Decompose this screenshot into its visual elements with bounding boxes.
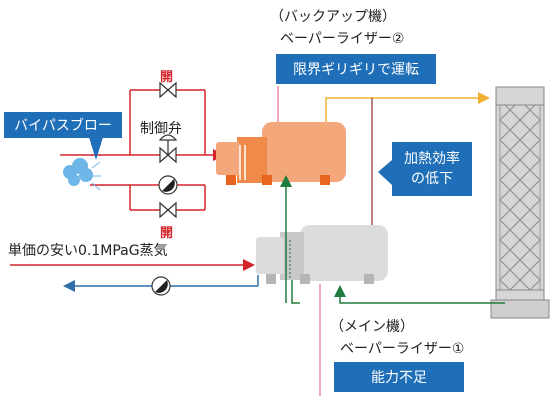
bottom-open-valve xyxy=(159,201,177,219)
main-vaporizer xyxy=(256,225,388,284)
exhaust-line xyxy=(325,92,490,122)
heating-efficiency-box: 加熱効率 の低下 xyxy=(392,142,472,196)
main-title-line1: （メイン機） xyxy=(330,319,414,335)
return-line xyxy=(280,175,505,304)
backup-title-line2: ベーパーライザー② xyxy=(280,31,405,47)
open-label-bottom: 開 xyxy=(160,226,174,241)
backup-vaporizer xyxy=(216,122,346,185)
steam-supply-label: 単価の安い0.1MPaG蒸気 xyxy=(8,243,168,259)
bypass-label-box: バイパスブロー xyxy=(4,112,122,138)
bypass-piping xyxy=(60,89,225,211)
ball-valve-upper xyxy=(158,175,178,195)
heating-line2: の低下 xyxy=(411,171,453,187)
heating-line1: 加熱効率 xyxy=(404,151,460,167)
control-valve-label: 制御弁 xyxy=(140,121,182,137)
backup-status-box: 限界ギリギリで運転 xyxy=(276,54,436,84)
open-label-top: 開 xyxy=(160,70,174,85)
backup-title-line1: （バックアップ機） xyxy=(270,9,396,25)
drain-line xyxy=(63,275,259,296)
heating-callout-pointer xyxy=(378,160,392,185)
main-status-box: 能力不足 xyxy=(334,362,464,392)
top-open-valve xyxy=(159,81,177,99)
bypass-callout-pointer xyxy=(88,134,104,160)
steam-cloud-icon xyxy=(63,158,101,191)
cooling-tower xyxy=(490,86,550,319)
main-title-line2: ベーパーライザー① xyxy=(340,341,465,357)
control-valve xyxy=(158,134,178,164)
